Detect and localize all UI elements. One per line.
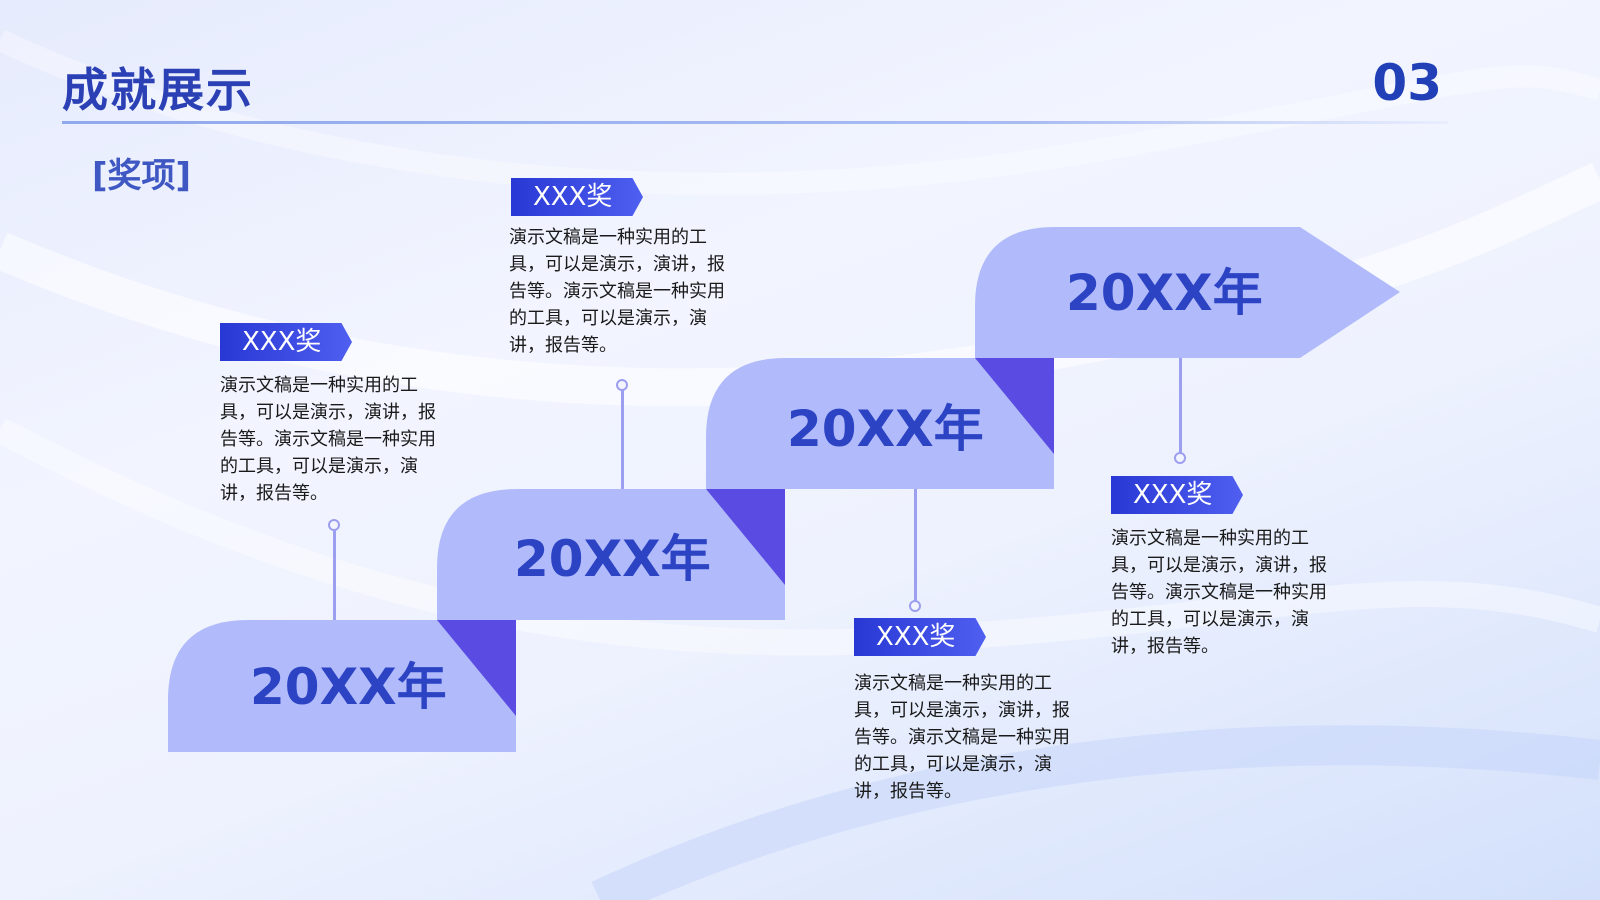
award-description-1: 演示文稿是一种实用的工具，可以是演示，演讲，报告等。演示文稿是一种实用的工具，可… <box>220 375 436 504</box>
year-label-3: 20XX年 <box>787 400 984 458</box>
page-number: 03 <box>1372 54 1442 112</box>
award-tag-4: XXX奖 <box>1111 476 1243 514</box>
connector-dot-1 <box>328 519 340 531</box>
connector-dot-3 <box>909 600 921 612</box>
connector-dot-2 <box>616 379 628 391</box>
award-tag-3: XXX奖 <box>854 618 986 656</box>
award-tag-2: XXX奖 <box>511 178 643 216</box>
fold-triangle-1 <box>437 620 516 716</box>
year-label-2: 20XX年 <box>514 530 711 588</box>
timeline-step-4-arrow <box>975 227 1400 358</box>
timeline-step-2 <box>437 489 785 620</box>
award-description-3: 演示文稿是一种实用的工具，可以是演示，演讲，报告等。演示文稿是一种实用的工具，可… <box>854 673 1070 802</box>
title-divider <box>62 121 1448 124</box>
connector-line-1 <box>333 530 336 620</box>
connector-line-2 <box>621 390 624 489</box>
connector-dot-4 <box>1174 452 1186 464</box>
award-tag-1: XXX奖 <box>220 323 352 361</box>
award-description-4: 演示文稿是一种实用的工具，可以是演示，演讲，报告等。演示文稿是一种实用的工具，可… <box>1111 528 1327 657</box>
timeline-step-1 <box>168 620 516 752</box>
connector-line-4 <box>1179 358 1182 454</box>
year-label-4: 20XX年 <box>1066 264 1263 322</box>
award-description-2: 演示文稿是一种实用的工具，可以是演示，演讲，报告等。演示文稿是一种实用的工具，可… <box>509 227 725 356</box>
connector-line-3 <box>914 489 917 601</box>
fold-triangle-2 <box>706 489 785 585</box>
page-title: 成就展示 <box>62 63 254 117</box>
fold-triangle-3 <box>975 358 1054 454</box>
year-label-1: 20XX年 <box>250 658 447 716</box>
timeline-step-3 <box>706 358 1054 489</box>
section-subtitle: [奖项] <box>92 156 192 196</box>
